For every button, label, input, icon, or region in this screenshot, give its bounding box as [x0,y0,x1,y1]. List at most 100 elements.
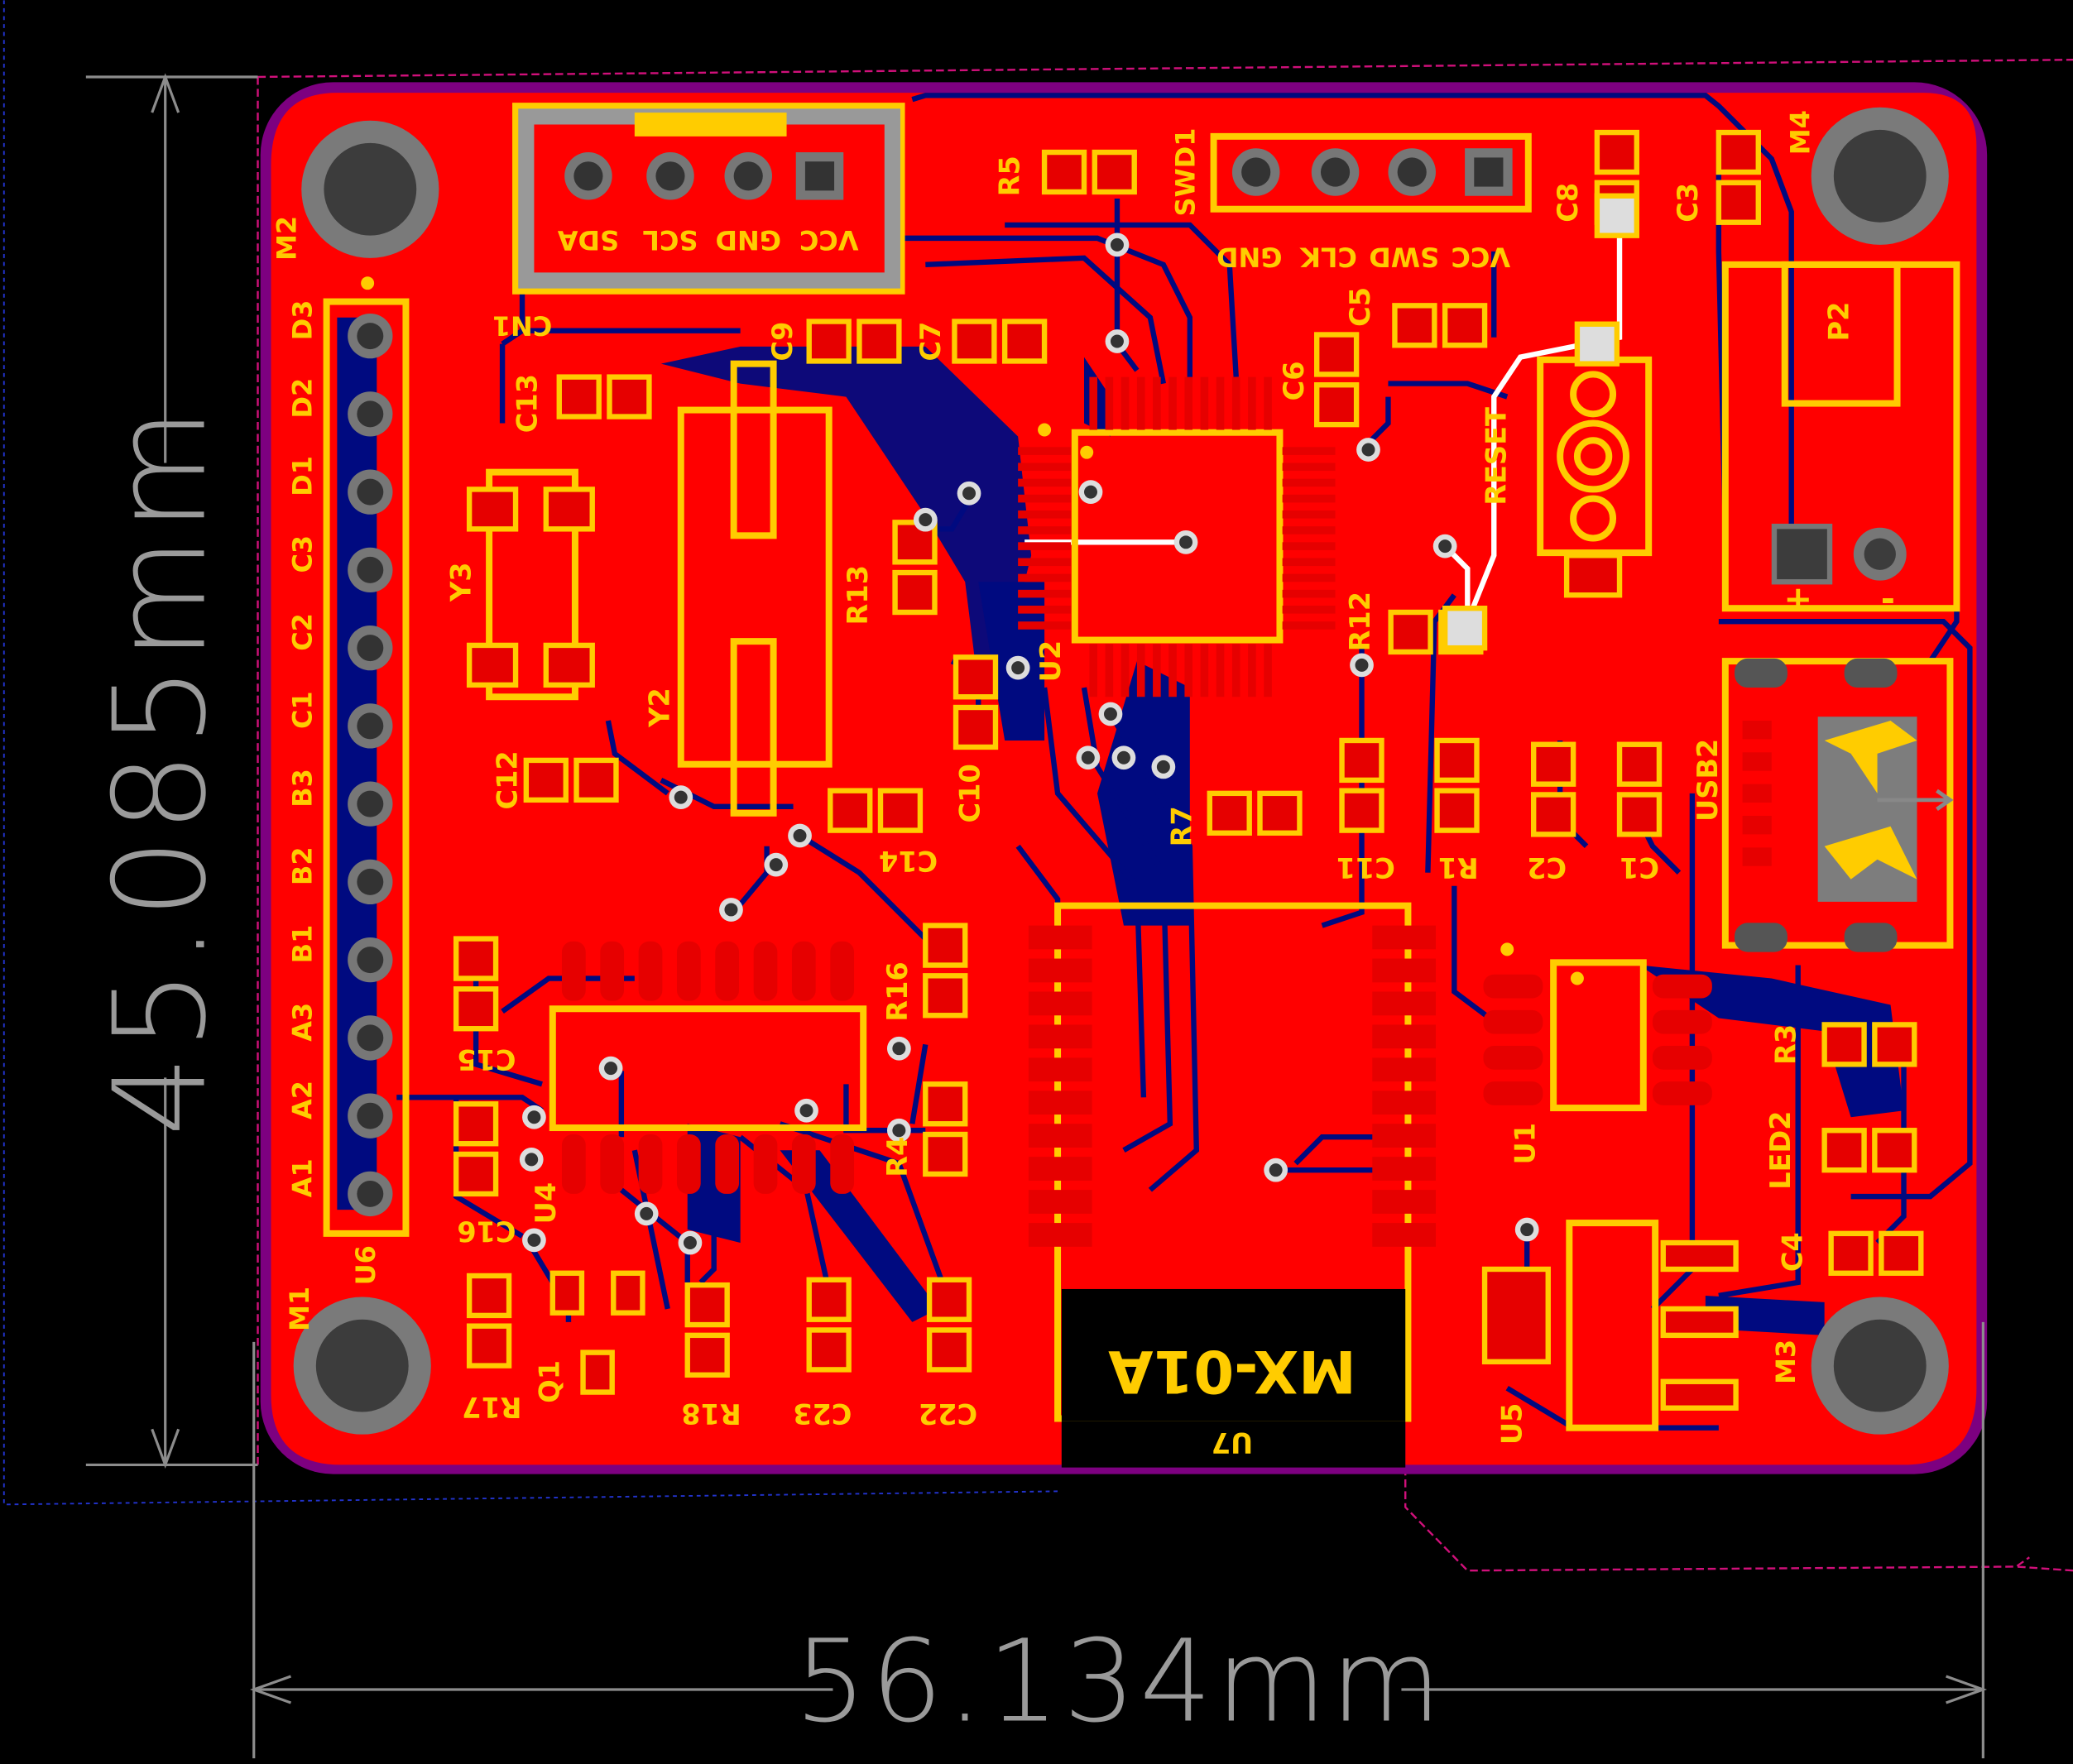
label-r18: R18 [681,1397,741,1430]
smd-pad [1660,1378,1739,1411]
u2-pin [1105,376,1114,430]
smd-pad [466,1273,512,1319]
smd-pad [611,1270,645,1316]
u6-pin-label: A3 [286,1003,318,1042]
u2-pin [1018,478,1072,487]
u4-pin [638,1134,663,1194]
u2-pin [1018,589,1072,598]
u2-outline [1071,429,1284,644]
label-m2: M2 [271,216,302,261]
reset-button-graphic [1557,371,1630,542]
u7-pin [1028,991,1092,1016]
via-hole [1116,750,1130,765]
u2-pin [1136,644,1145,697]
u4-outline [549,1005,867,1132]
smd-pad [607,374,652,419]
u7-pin [1028,958,1092,983]
u2-pin [1282,542,1336,550]
label-y2: Y2 [643,688,675,728]
u2-pin [1216,644,1225,697]
via-hole [527,1233,541,1247]
u2-pin [1153,644,1161,697]
u2-pin [1264,376,1272,430]
header-hole [357,635,384,662]
smd-pad [453,1151,499,1197]
u1-pin [1652,974,1712,999]
via-hole [604,1062,618,1076]
label-u6: U6 [350,1245,381,1285]
dimension-lines [85,73,1988,1759]
header-hole [357,790,384,817]
height-dimension: 45.085mm [87,403,234,1137]
smd-pad [1616,741,1663,787]
header-hole [357,323,384,350]
u1-pin [1483,1045,1543,1070]
via-hole [962,487,977,501]
module-label: MX-01A [1107,1337,1356,1405]
u2-pin [1105,644,1114,697]
swd1-pin-label: SWD [1369,242,1439,273]
label-c4: C4 [1776,1232,1808,1272]
u2-pin [1153,376,1161,430]
via-hole [769,858,783,872]
smd-pad [543,642,595,688]
smd-pad [1392,303,1437,348]
via-hole [527,1110,541,1124]
width-dimension: 56.134mm [794,1616,1446,1748]
u4-pin [830,941,855,1001]
th-hole [1397,157,1427,187]
cn1-pin-label: SDA [558,224,620,256]
usb-shield-pad [1844,658,1898,688]
smd-pad [556,374,602,419]
keepout-outlines [2,0,2073,1572]
u7-pin [1028,1190,1092,1214]
smd-pad [923,1131,968,1177]
via-hole [1081,750,1095,765]
u2-pin [1282,526,1336,534]
u7-pin [1372,1057,1436,1082]
smd-pad [926,1277,972,1322]
usb-pin [1742,752,1772,771]
u6-pin-label: A2 [286,1081,318,1119]
u4-pin [561,1134,586,1194]
via-hole [1110,237,1124,252]
u7-pin [1028,1024,1092,1049]
header-hole [357,712,384,740]
label-c2: C2 [1527,851,1567,884]
u2-pin [1282,494,1336,503]
u2-pin [1231,376,1240,430]
u6-pin-label: B2 [286,846,318,885]
label-c8: C8 [1552,183,1584,223]
via-hole [525,1153,539,1167]
u6-pin-label: D2 [286,378,318,419]
u4-pin [676,1134,701,1194]
u2-pin [1120,644,1130,697]
label-y3: Y3 [445,562,477,602]
u4-pin [715,1134,740,1194]
cn1-pin-label: VCC [799,224,859,256]
via-hole [1179,535,1193,549]
via-hole [724,903,738,917]
u2-pin [1282,621,1336,630]
smd-pad [1660,1239,1739,1273]
u7-pin [1372,1190,1436,1214]
u6-pin-label: B3 [286,769,318,808]
usb-shield-pad [1844,923,1898,952]
via-hole [1361,443,1375,457]
smd-pad [453,936,499,981]
u2-pin [1282,463,1336,472]
smd-pad [1530,741,1576,787]
via-hole [793,828,807,842]
swd1-pin-label: VCC [1451,242,1510,273]
label-r16: R16 [881,961,914,1021]
u4-pin [715,941,740,1001]
u7-pin [1372,1157,1436,1181]
th-hole [1474,157,1504,187]
smd-pad [1716,129,1761,175]
smd-pad [466,1323,512,1369]
u1-pin [1652,1009,1712,1034]
smd-pad [857,319,902,364]
u4-pin [791,1134,816,1194]
usb-pin [1742,720,1772,740]
